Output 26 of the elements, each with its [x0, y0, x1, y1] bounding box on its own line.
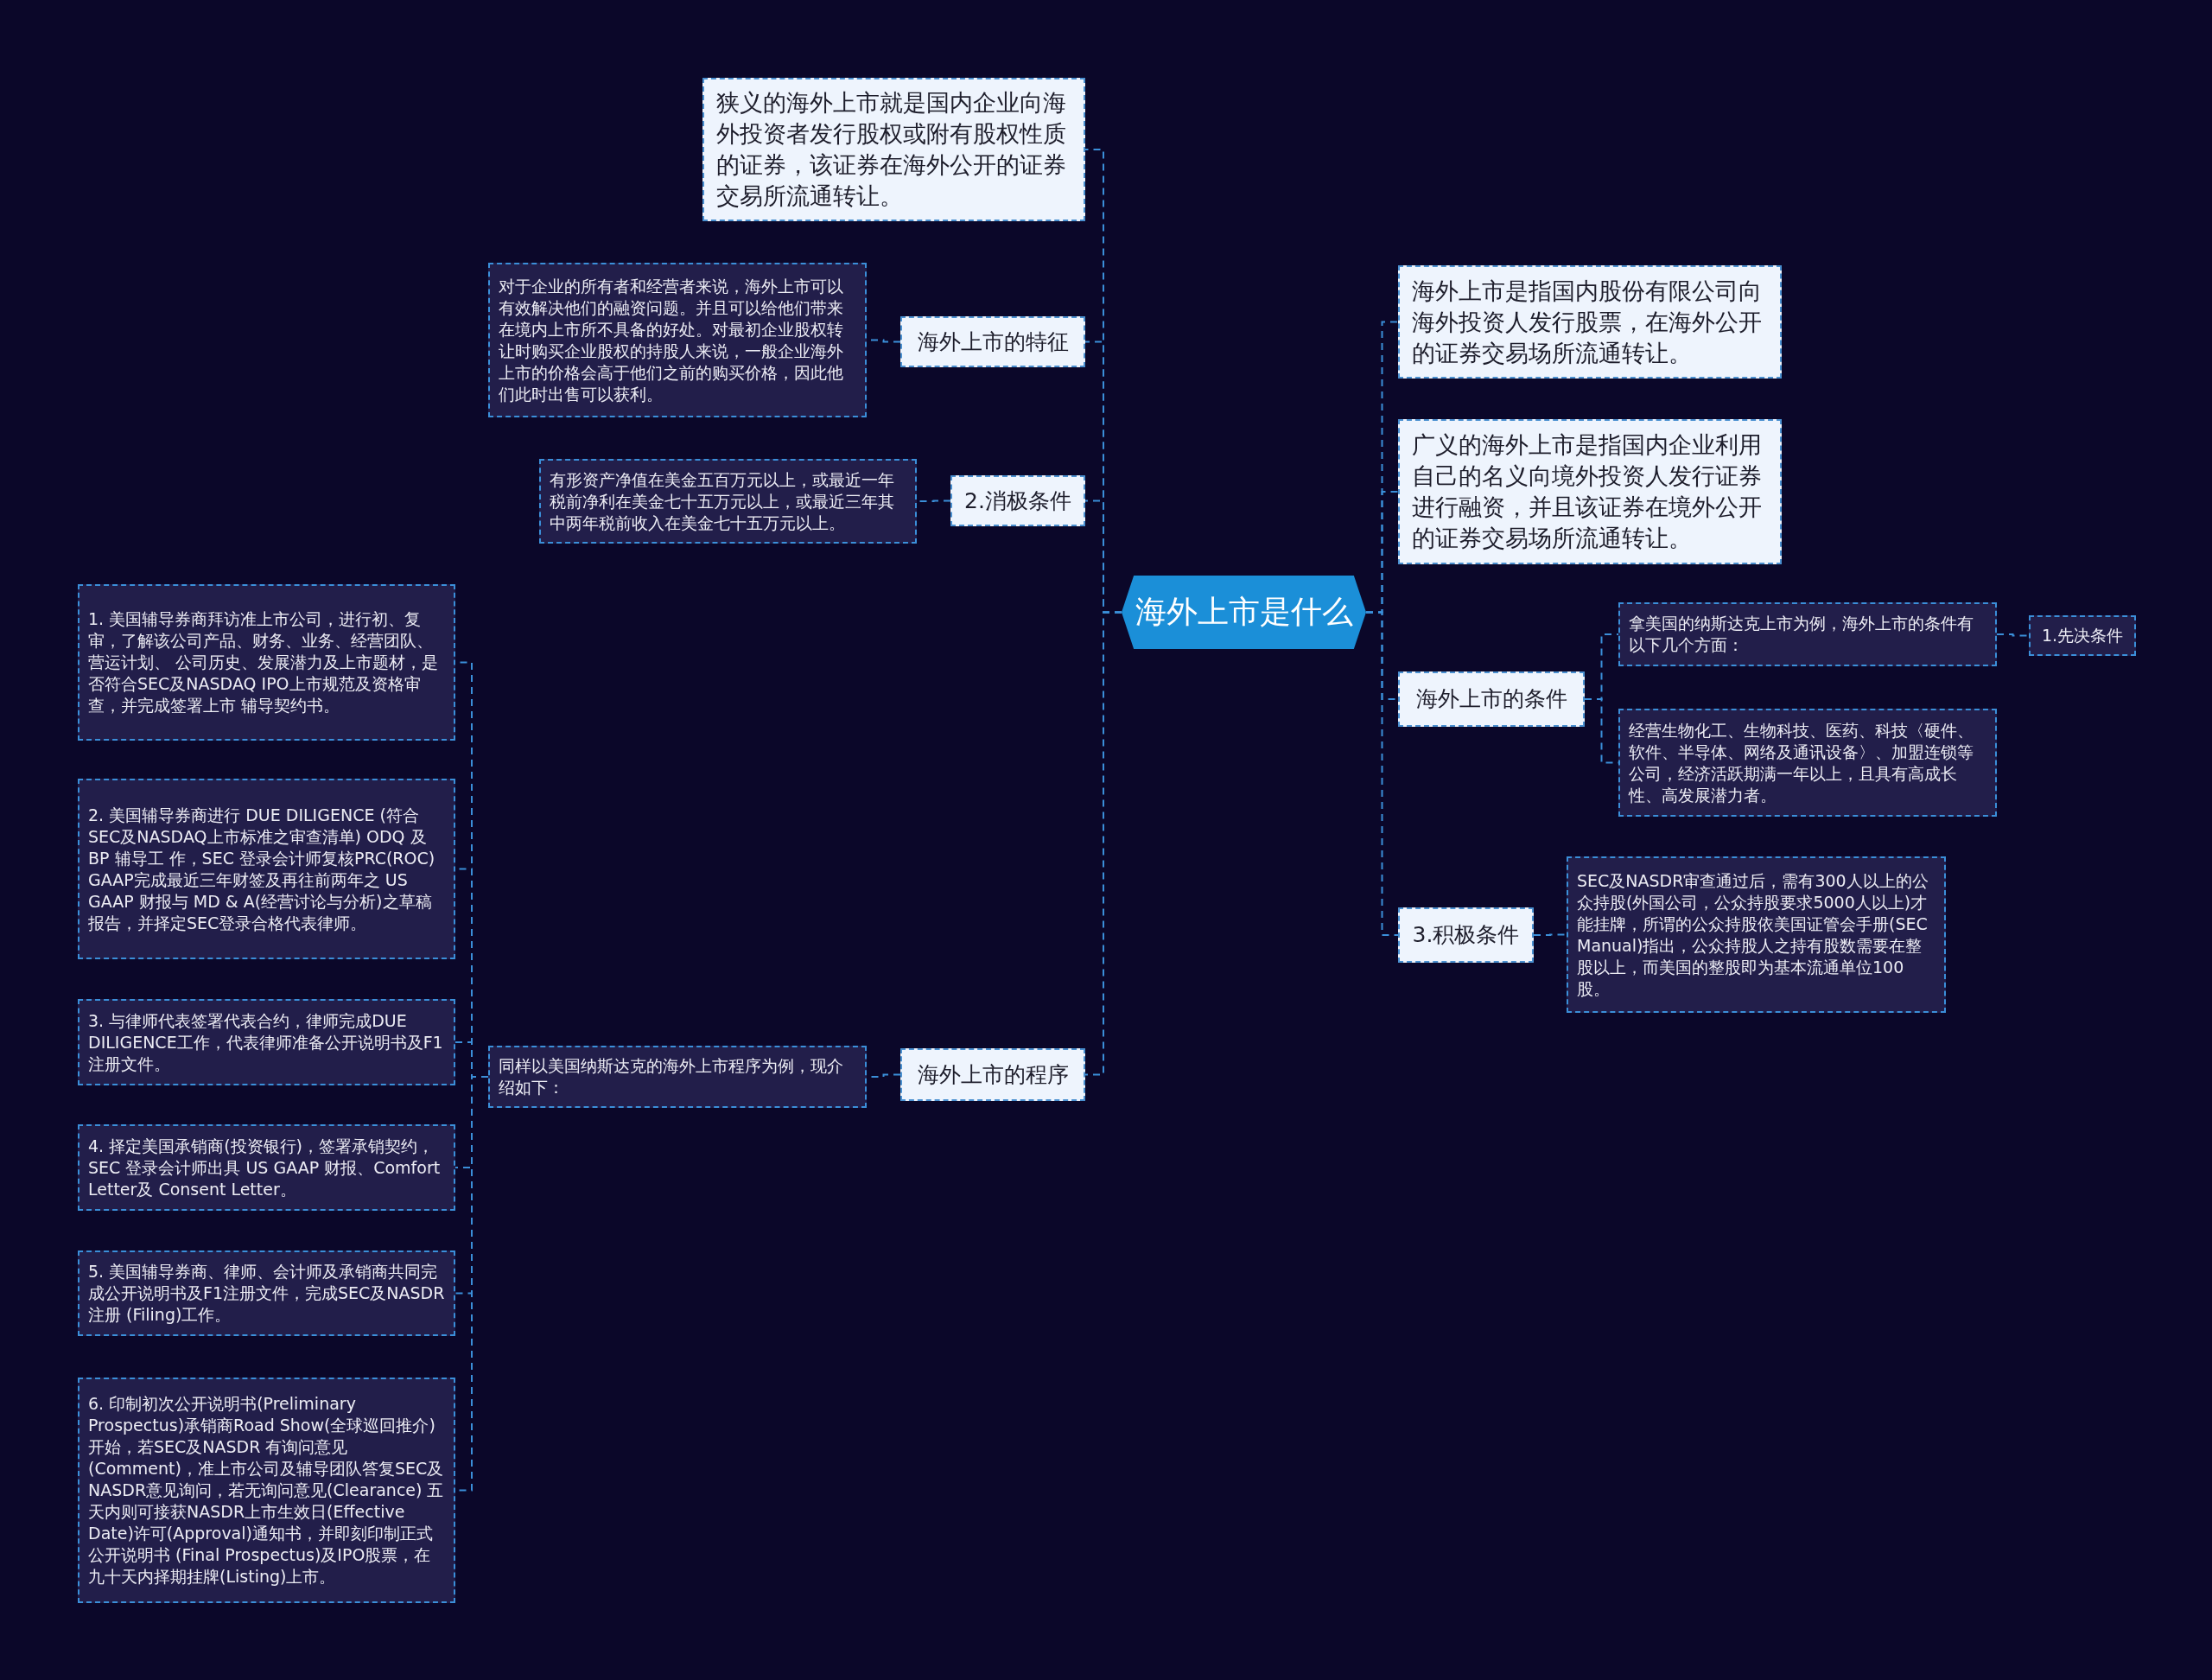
detail-box: 1. 美国辅导券商拜访准上市公司，进行初、复审，了解该公司产品、财务、业务、经营团队、营运计划、 公司历史、发展潜力及上市题材，是否符合SEC及NASDAQ IPO上市规范及资格审查，并完成签署上市 辅导契约书。: [78, 584, 455, 741]
detail-box: 有形资产净值在美金五百万元以上，或最近一年税前净利在美金七十五万元以上，或最近三年其中两年税前收入在美金七十五万元以上。: [539, 459, 917, 544]
detail-box: 5. 美国辅导券商、律师、会计师及承销商共同完成公开说明书及F1注册文件，完成SEC及NASDR注册 (Filing)工作。: [78, 1250, 455, 1336]
topic-box: 广义的海外上市是指国内企业利用自己的名义向境外投资人发行证券进行融资，并且该证券在境外公开的证券交易场所流通转让。: [1398, 419, 1782, 564]
central-topic: 海外上市是什么: [1122, 576, 1366, 649]
detail-box: 同样以美国纳斯达克的海外上市程序为例，现介绍如下：: [488, 1046, 867, 1108]
detail-box: 4. 择定美国承销商(投资银行)，签署承销契约，SEC 登录会计师出具 US GAAP 财报、Comfort Letter及 Consent Letter。: [78, 1124, 455, 1211]
topic-box: 狭义的海外上市就是国内企业向海外投资者发行股权或附有股权性质的证券，该证券在海外公开的证券交易所流通转让。: [702, 78, 1085, 221]
topic-box: 海外上市是指国内股份有限公司向海外投资人发行股票，在海外公开的证券交易场所流通转让。: [1398, 265, 1782, 379]
connector-line: [1084, 611, 1122, 1076]
topic-box: 海外上市的特征: [900, 316, 1085, 367]
detail-box: SEC及NASDR审查通过后，需有300人以上的公众持股(外国公司，公众持股要求5000人以上)才能挂牌，所谓的公众持股依美国证管会手册(SEC Manual)指出，公众持股人之持有股数需要在整股以上，而美国的整股即为基本流通单位100股。: [1567, 856, 1946, 1013]
detail-box: 对于企业的所有者和经营者来说，海外上市可以有效解决他们的融资问题。并且可以给他们带来在境内上市所不具备的好处。对最初企业股权转让时购买企业股权的持股人来说，一般企业海外上市的价格会高于他们之前的购买价格，因此他们此时出售可以获利。: [488, 263, 867, 417]
topic-box: 海外上市的程序: [900, 1048, 1085, 1101]
detail-box: 1.先决条件: [2029, 615, 2136, 656]
detail-box: 3. 与律师代表签署代表合约，律师完成DUE DILIGENCE工作，代表律师准备公开说明书及F1注册文件。: [78, 999, 455, 1085]
detail-box: 拿美国的纳斯达克上市为例，海外上市的条件有以下几个方面：: [1618, 602, 1997, 666]
topic-box: 2.消极条件: [950, 475, 1085, 526]
connector-line: [1996, 633, 2030, 637]
detail-box: 2. 美国辅导券商进行 DUE DILIGENCE (符合SEC及NASDAQ上市标准之审查清单) ODQ 及 BP 辅导工 作，SEC 登录会计师复核PRC(ROC) GAAP完成最近三年财签及再往前两年之 US GAAP 财报与 MD & A(经营讨论与分析)之草稿报告，并择定SEC登录合格代表律师。: [78, 779, 455, 959]
topic-box: 海外上市的条件: [1398, 671, 1585, 727]
topic-box: 3.积极条件: [1398, 907, 1534, 963]
detail-box: 经营生物化工、生物科技、医药、科技〈硬件、软件、半导体、网络及通讯设备〉、加盟连锁等公司，经济活跃期满一年以上，且具有高成长性、高发展潜力者。: [1618, 709, 1997, 817]
detail-box: 6. 印制初次公开说明书(Preliminary Prospectus)承销商Road Show(全球巡回推介)开始，若SEC及NASDR 有询问意见(Comment)，准上市公司及辅导团队答复SEC及NASDR意见询问，若无询问意见(Clearance) 五天内则可接获NASDR上市生效日(Effective Date)许可(Approval)通知书，并即刻印制正式公开说明书 (Final Prospectus)及IPO股票，在九十天内择期挂牌(Listing)上市。: [78, 1378, 455, 1603]
connector-line: [1533, 933, 1567, 936]
connector-line: [1365, 611, 1399, 936]
